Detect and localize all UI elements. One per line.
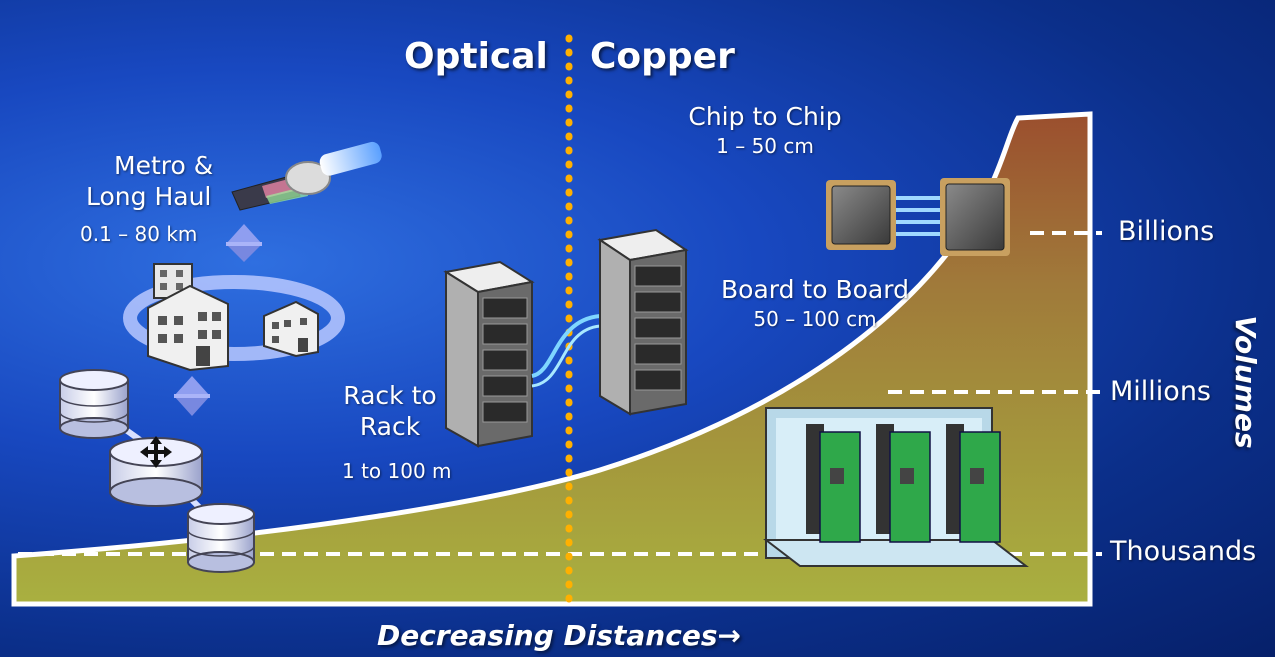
circuit-board-icon: [876, 424, 931, 543]
building-icon: [263, 300, 319, 358]
fiber-cable: [531, 314, 601, 378]
server-rack-icon: [443, 260, 535, 448]
volumes-axis-label: Volumes: [1229, 315, 1262, 449]
chip-icon: [826, 180, 896, 250]
chip-label: Chip to Chip: [688, 102, 842, 131]
up-down-arrow-icon: [226, 224, 262, 262]
network-ring: [123, 275, 345, 361]
database-icon: [59, 369, 129, 439]
metro-label-line2: Long Haul: [86, 182, 212, 211]
building-icon: [147, 284, 229, 372]
router-icon: [109, 436, 203, 507]
chip-range: 1 – 50 cm: [716, 134, 814, 158]
fiber-cable: [531, 324, 601, 388]
metro-range: 0.1 – 80 km: [80, 222, 198, 246]
building-icon: [153, 263, 193, 299]
board-label: Board to Board: [721, 275, 909, 304]
distance-axis-label: Decreasing Distances→: [377, 619, 741, 652]
circuit-board-icon: [806, 424, 861, 543]
rack-range: 1 to 100 m: [342, 459, 452, 483]
volume-level-billions: Billions: [1118, 216, 1215, 247]
volume-level-thousands: Thousands: [1110, 536, 1257, 567]
rack-label-line1: Rack to: [343, 381, 437, 410]
copper-header: Copper: [590, 36, 735, 77]
board-range: 50 – 100 cm: [753, 307, 877, 331]
chip-interconnect: [896, 196, 942, 236]
chip-icon: [940, 178, 1010, 256]
up-down-arrow-icon: [174, 376, 210, 416]
database-icon: [187, 503, 255, 573]
laser-fiber-icon: [231, 141, 382, 211]
optical-header: Optical: [404, 36, 548, 77]
circuit-board-icon: [946, 424, 1001, 543]
metro-label-line1: Metro &: [114, 151, 214, 180]
volume-level-millions: Millions: [1110, 376, 1211, 407]
server-rack-icon: [597, 228, 689, 416]
rack-label-line2: Rack: [359, 412, 421, 441]
